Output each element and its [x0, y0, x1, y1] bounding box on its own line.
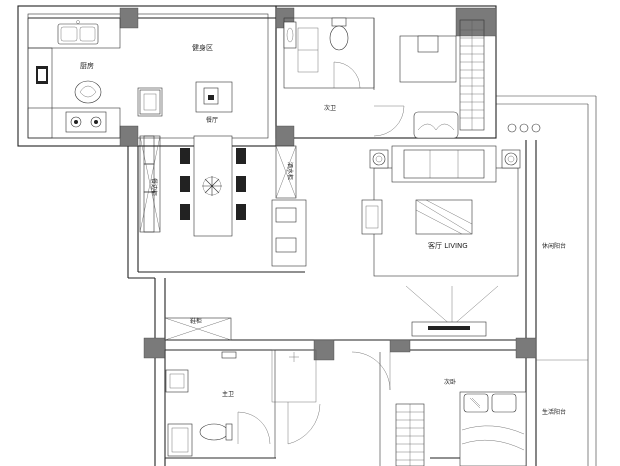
utility-balcony-label: 生活阳台 [542, 408, 566, 416]
balcony-planters [507, 123, 541, 133]
living-label: 客厅 LIVING [428, 241, 468, 250]
structural-columns [119, 7, 537, 361]
second-bedroom-label: 次卧 [444, 378, 456, 386]
top-right-room [373, 18, 485, 139]
master-bath-area: 主卫 [164, 349, 321, 459]
leisure-balcony-label: 休闲阳台 [542, 242, 566, 250]
kitchen-area: 厨房 [27, 17, 163, 139]
wardrobe-hatch [460, 20, 484, 130]
guest-bath-area: 次卫 [283, 17, 405, 137]
second-bedroom-area: 次卧 生活阳台 [351, 351, 566, 466]
gym-label: 健身区 [192, 43, 213, 52]
wine-cabinet-label: 酒水柜 [286, 162, 294, 180]
plant-icon [202, 176, 222, 196]
kitchen-label: 厨房 [80, 61, 94, 70]
shoe-cabinet-label: 鞋柜 [190, 317, 202, 325]
living-area: 客厅 LIVING 休闲阳台 [361, 145, 566, 337]
shoe-cabinet-area: 鞋柜 [164, 317, 232, 341]
gym-dining-area: 健身区 餐厅 餐边柜 酒水柜 [139, 43, 307, 267]
guest-bath-label: 次卫 [324, 104, 336, 112]
master-bath-label: 主卫 [222, 390, 234, 398]
left-cabinet-label: 餐边柜 [150, 178, 158, 196]
wardrobe-hatch-2 [396, 404, 424, 466]
dining-label: 餐厅 [206, 116, 218, 124]
